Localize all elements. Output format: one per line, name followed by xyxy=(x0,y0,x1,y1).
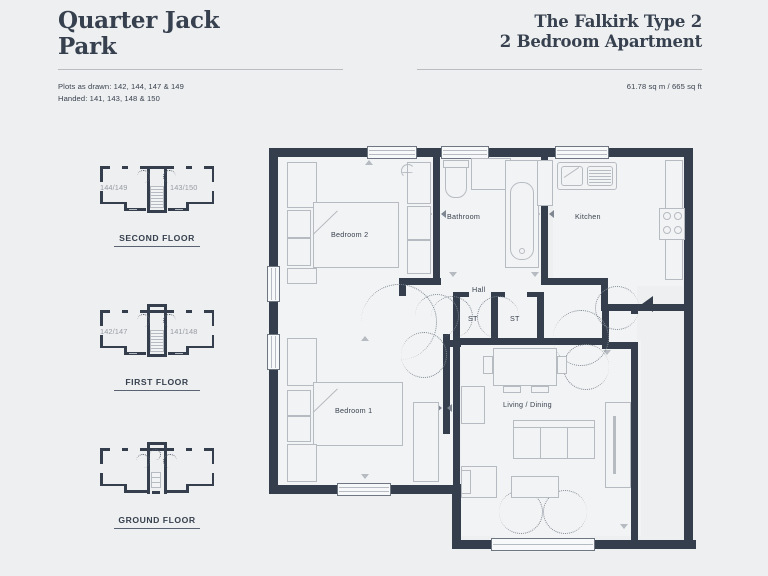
living-tall-unit xyxy=(605,402,631,488)
bedroom-1-label: Bedroom 1 xyxy=(335,406,373,415)
key-plan-second-floor[interactable]: 144/149 143/150 SECOND FLOOR xyxy=(96,152,218,247)
key-plan-first-floor[interactable]: 142/147 141/148 FIRST FLOOR xyxy=(96,296,218,391)
brand-line-2: Park xyxy=(58,32,117,60)
door-swing-st-right xyxy=(477,296,519,338)
kitchen-label: Kitchen xyxy=(575,212,601,221)
header-divider-right xyxy=(417,69,702,70)
living-dining-label: Living / Dining xyxy=(503,400,552,409)
key-plan-ground-caption-underline: GROUND FLOOR xyxy=(114,515,200,529)
bedroom-2-dresser-2 xyxy=(407,240,431,274)
living-sofa xyxy=(513,425,595,459)
area-text: 61.78 sq m / 665 sq ft xyxy=(626,82,702,91)
key-plan-second-caption-underline: SECOND FLOOR xyxy=(114,233,200,247)
window-bathroom-top xyxy=(441,146,489,159)
wall-exterior-right xyxy=(684,148,693,549)
dining-chair-left xyxy=(483,356,493,374)
bedroom-1-wardrobe-bottom xyxy=(287,444,317,482)
bedroom-2-pillow-2 xyxy=(287,238,311,266)
key-plan-ground-floor-drawing xyxy=(96,434,218,506)
key-plan-ground-floor[interactable]: GROUND FLOOR xyxy=(96,434,218,529)
wall-living-right-top xyxy=(602,342,638,349)
plan-title-block: The Falkirk Type 2 2 Bedroom Apartment xyxy=(500,12,702,52)
wall-exterior-step xyxy=(452,485,461,549)
door-swing-french-right xyxy=(543,490,587,534)
bathroom-label: Bathroom xyxy=(447,212,481,221)
plots-as-drawn-text: Plots as drawn: 142, 144, 147 & 149 xyxy=(58,82,184,91)
key-plan-second-caption: SECOND FLOOR xyxy=(119,233,195,243)
wall-bedroom1-right-lower xyxy=(443,340,461,347)
kitchen-tall-unit xyxy=(537,160,553,206)
door-swing-entrance xyxy=(595,286,639,330)
wall-st2-right xyxy=(537,296,544,344)
bedroom-2-bed xyxy=(313,202,399,268)
wall-st-head-1 xyxy=(453,292,469,297)
wall-st-bottom xyxy=(453,338,603,345)
main-floorplan[interactable]: Bedroom 2 Bathroom Kitchen Hall ST S xyxy=(265,144,703,564)
wall-bathroom-right xyxy=(541,157,548,285)
st-label-left: ST xyxy=(468,314,478,323)
plan-title-line-2: 2 Bedroom Apartment xyxy=(499,32,702,52)
entrance-direction-marker xyxy=(642,296,653,312)
living-side-unit-inner xyxy=(461,470,471,494)
wall-living-right xyxy=(631,342,638,540)
dining-chair-bottom-1 xyxy=(503,386,521,393)
key-plan-first-caption-underline: FIRST FLOOR xyxy=(114,377,200,391)
kitchen-sink-bowl xyxy=(561,166,583,186)
dining-chair-bottom-2 xyxy=(531,386,549,393)
bathroom-bath-inner xyxy=(510,182,534,260)
brand-block: Quarter Jack Park xyxy=(58,8,358,60)
wall-hall-bedroom1 xyxy=(443,334,450,434)
door-swing-bedroom1 xyxy=(401,332,447,378)
key-plan-second-label-right: 143/150 xyxy=(170,183,198,192)
key-plan-first-label-right: 141/148 xyxy=(170,327,198,336)
bedroom-1-pillow-1 xyxy=(287,390,311,416)
bedroom-2-pillow-1 xyxy=(287,210,311,238)
plan-title-line-1: The Falkirk Type 2 xyxy=(534,12,702,31)
dining-chair-right xyxy=(557,356,567,374)
st-label-right: ST xyxy=(510,314,520,323)
living-armchair xyxy=(461,386,485,424)
bedroom-2-wardrobe-top xyxy=(287,162,317,208)
window-kitchen-top xyxy=(555,146,609,159)
key-plan-second-floor-drawing: 144/149 143/150 xyxy=(96,152,218,224)
bedroom-2-label: Bedroom 2 xyxy=(331,230,369,239)
living-coffee-table xyxy=(511,476,559,498)
door-swing-living xyxy=(563,344,609,390)
bathroom-wc xyxy=(445,166,467,198)
living-sofa-back xyxy=(513,420,595,428)
key-plan-first-caption: FIRST FLOOR xyxy=(125,377,189,387)
bedroom-2-dresser-1 xyxy=(407,206,431,240)
hall-label: Hall xyxy=(472,285,486,294)
wall-bedroom2-bathroom xyxy=(433,157,440,285)
window-bedroom1-left xyxy=(267,334,280,370)
wall-kitchen-left xyxy=(548,278,608,285)
window-bedroom2-top xyxy=(367,146,417,159)
bathroom-cistern xyxy=(443,160,469,168)
key-plan-ground-caption: GROUND FLOOR xyxy=(118,515,196,525)
key-plan-first-label-left: 142/147 xyxy=(100,327,128,336)
wall-st-head-2 xyxy=(491,292,505,297)
handed-text: Handed: 141, 143, 148 & 150 xyxy=(58,93,160,103)
header-divider-left xyxy=(58,69,343,70)
bedroom-1-bed xyxy=(313,382,403,446)
wall-hall-bedroom2 xyxy=(399,278,441,285)
window-bedroom1-bottom xyxy=(337,483,391,496)
brand-line-1: Quarter Jack xyxy=(58,7,220,34)
wall-living-left xyxy=(453,344,460,490)
wall-exterior-left xyxy=(269,148,278,494)
dining-table xyxy=(493,348,557,386)
bedroom-1-wardrobe-top xyxy=(287,338,317,386)
plot-numbers: Plots as drawn: 142, 144, 147 & 149 Hand… xyxy=(58,81,184,104)
window-bedroom2-left xyxy=(267,266,280,302)
bedroom-2-wardrobe-bottom xyxy=(287,268,317,284)
bedroom-1-wardrobe-right xyxy=(413,402,439,482)
door-swing-st-left xyxy=(431,296,473,338)
bedroom-1-pillow-2 xyxy=(287,416,311,442)
bathroom-vanity-top xyxy=(471,158,511,190)
key-plan-first-floor-drawing: 142/147 141/148 xyxy=(96,296,218,368)
wall-st-head-3 xyxy=(527,292,544,297)
key-plan-second-label-left: 144/149 xyxy=(100,183,128,192)
